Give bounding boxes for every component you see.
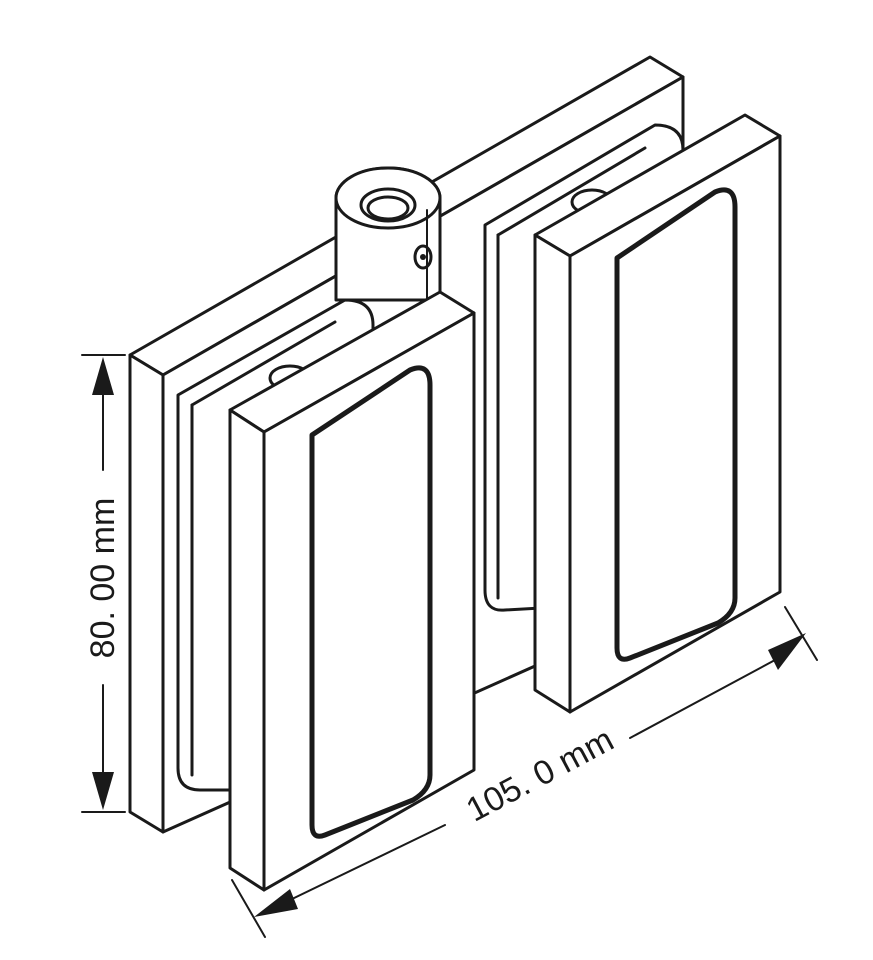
right-front-plate [533,113,782,714]
arrow-left-icon [254,889,298,917]
height-dimension: 80. 00 mm [81,354,126,813]
arrow-up-icon [92,357,114,395]
left-front-plate [228,290,476,892]
width-dimension-label: 105. 0 mm [460,721,620,830]
hinge-barrel [334,166,442,302]
arrow-down-icon [92,772,114,810]
height-dimension-label: 80. 00 mm [84,498,122,659]
arrow-right-icon [768,633,806,670]
